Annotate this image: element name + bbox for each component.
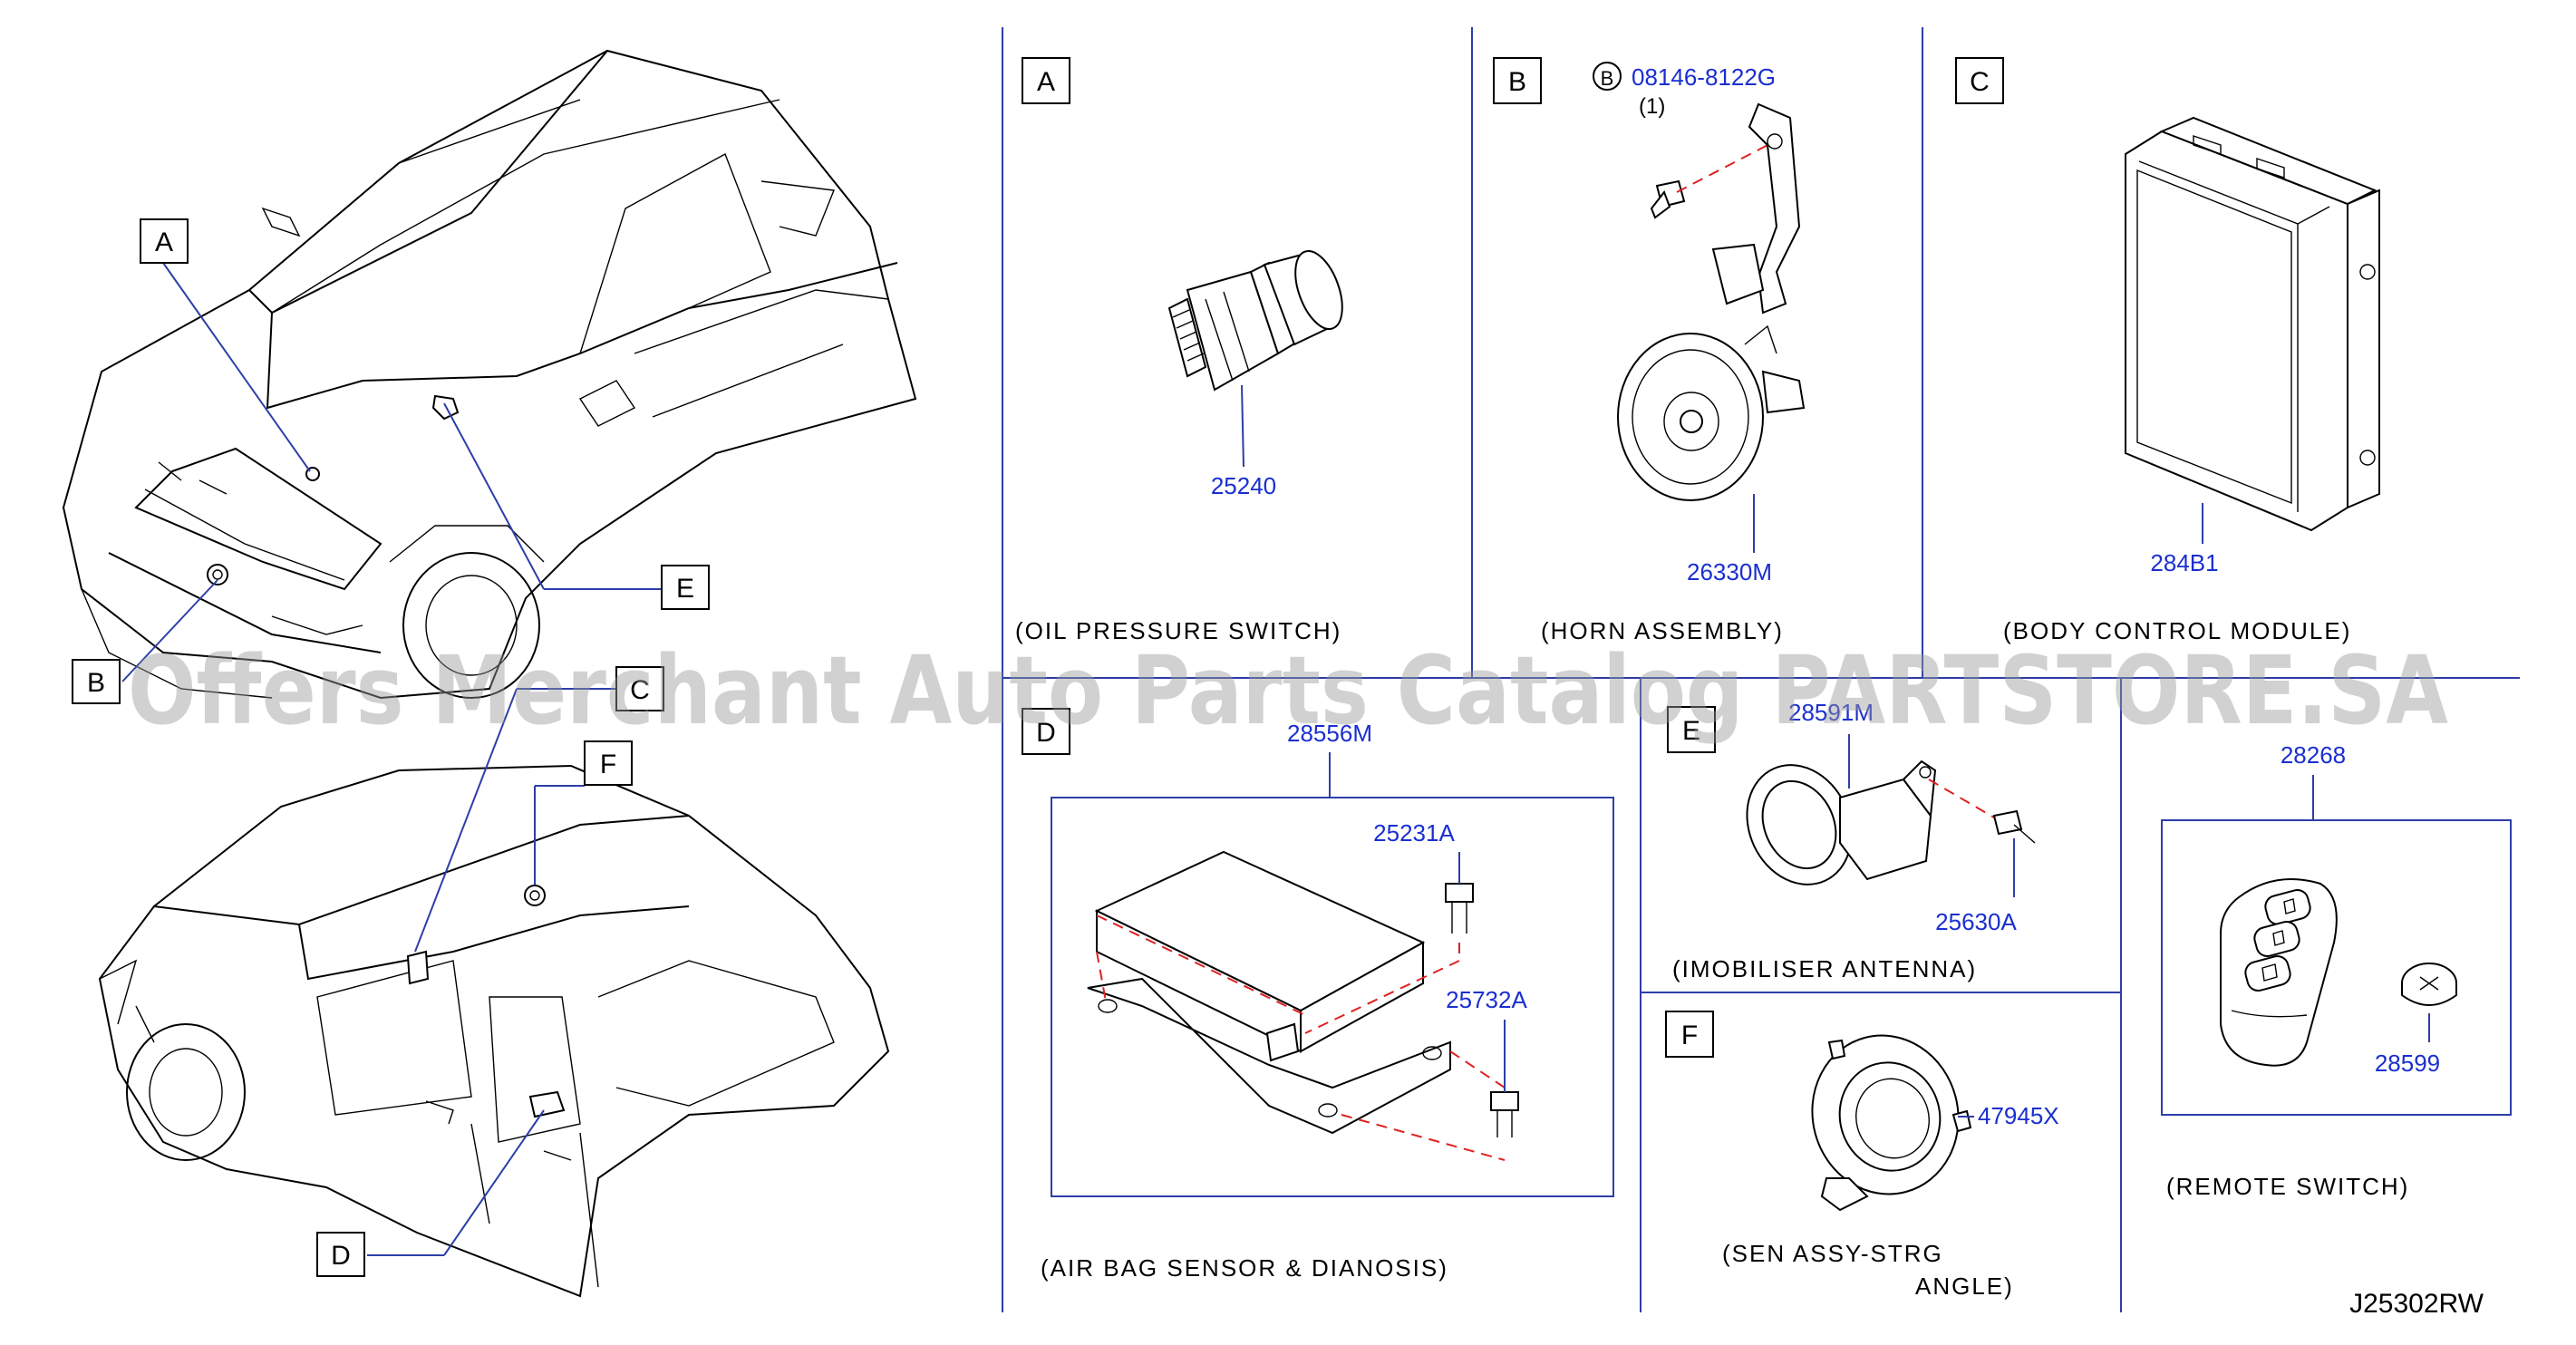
panel-a: A 25240 (OIL PRESSURE SWITCH) [1015,57,1343,644]
body-control-module-drawing [2125,116,2380,532]
panel-e-label: E [1682,716,1700,746]
part-28268: 28268 [2281,741,2346,769]
callout-e: E [676,574,694,604]
steering-angle-sensor-drawing [1811,1034,1972,1212]
callout-d: D [331,1241,351,1271]
immobiliser-antenna-drawing [1746,760,2036,885]
panel-c: C 284B1 (BODY CONTROL MODULE) [1955,57,2380,644]
panel-b: B B 08146-8122G (1) 26330M (HORN ASSEMBL… [1493,57,1806,644]
vehicle-rear-view [98,764,890,1298]
part-47945x: 47945X [1978,1102,2059,1129]
diagram-id: J25302RW [2349,1289,2484,1319]
part-26330m: 26330M [1687,558,1772,585]
bolt-quantity: (1) [1639,94,1665,119]
panel-remote: 28268 28599 (REMOTE SWITCH) [2161,741,2512,1200]
panel-f-label: F [1681,1021,1698,1050]
panel-d-label: D [1036,718,1056,748]
part-25732a: 25732A [1446,986,1527,1013]
part-28591m: 28591M [1788,699,1874,726]
airbag-sensor-drawing [1087,850,1519,1161]
panel-a-label: A [1037,67,1055,97]
part-28556m: 28556M [1287,720,1372,747]
panel-f-caption-line1: (SEN ASSY-STRG [1722,1240,1943,1267]
remote-key-drawing [2220,878,2457,1067]
panel-grid [1002,27,2520,1312]
panel-f: F 47945X (SEN ASSY-STRG ANGLE) [1665,1011,2059,1300]
bolt-marker-b: B [1601,67,1614,90]
callout-a: A [155,227,173,257]
panel-c-caption: (BODY CONTROL MODULE) [2003,617,2351,644]
panel-b-label: B [1508,67,1526,97]
watermark: Offers Merchant Auto Parts Catalog PARTS… [128,635,2448,746]
panel-d-caption: (AIR BAG SENSOR & DIANOSIS) [1041,1254,1448,1282]
part-28599: 28599 [2375,1050,2440,1077]
part-08146-8122g: 08146-8122G [1632,63,1776,91]
panel-f-caption-line2: ANGLE) [1915,1272,2014,1300]
part-25240: 25240 [1211,472,1276,499]
part-25630a: 25630A [1935,908,2017,935]
overview-leaders [121,262,662,1256]
oil-pressure-switch-drawing [1167,250,1343,392]
panel-c-label: C [1970,67,1990,97]
panel-b-caption: (HORN ASSEMBLY) [1541,617,1784,644]
callout-c: C [630,675,650,705]
panel-e-caption: (IMOBILISER ANTENNA) [1672,955,1977,982]
panel-a-caption: (OIL PRESSURE SWITCH) [1015,617,1341,644]
part-284b1: 284B1 [2150,549,2218,576]
panel-remote-caption: (REMOTE SWITCH) [2166,1173,2409,1200]
callout-f: F [600,750,616,779]
overview-callouts: A B C F E D [72,218,710,1277]
callout-b: B [87,668,105,698]
panel-e: E 28591M 25630A (IMOBILISER ANTENNA) [1667,699,2036,982]
vehicle-front-view [62,49,917,700]
horn-drawing [1617,102,1806,501]
part-25231a: 25231A [1373,819,1455,847]
panel-d: D 28556M 25231A [1022,708,1614,1282]
